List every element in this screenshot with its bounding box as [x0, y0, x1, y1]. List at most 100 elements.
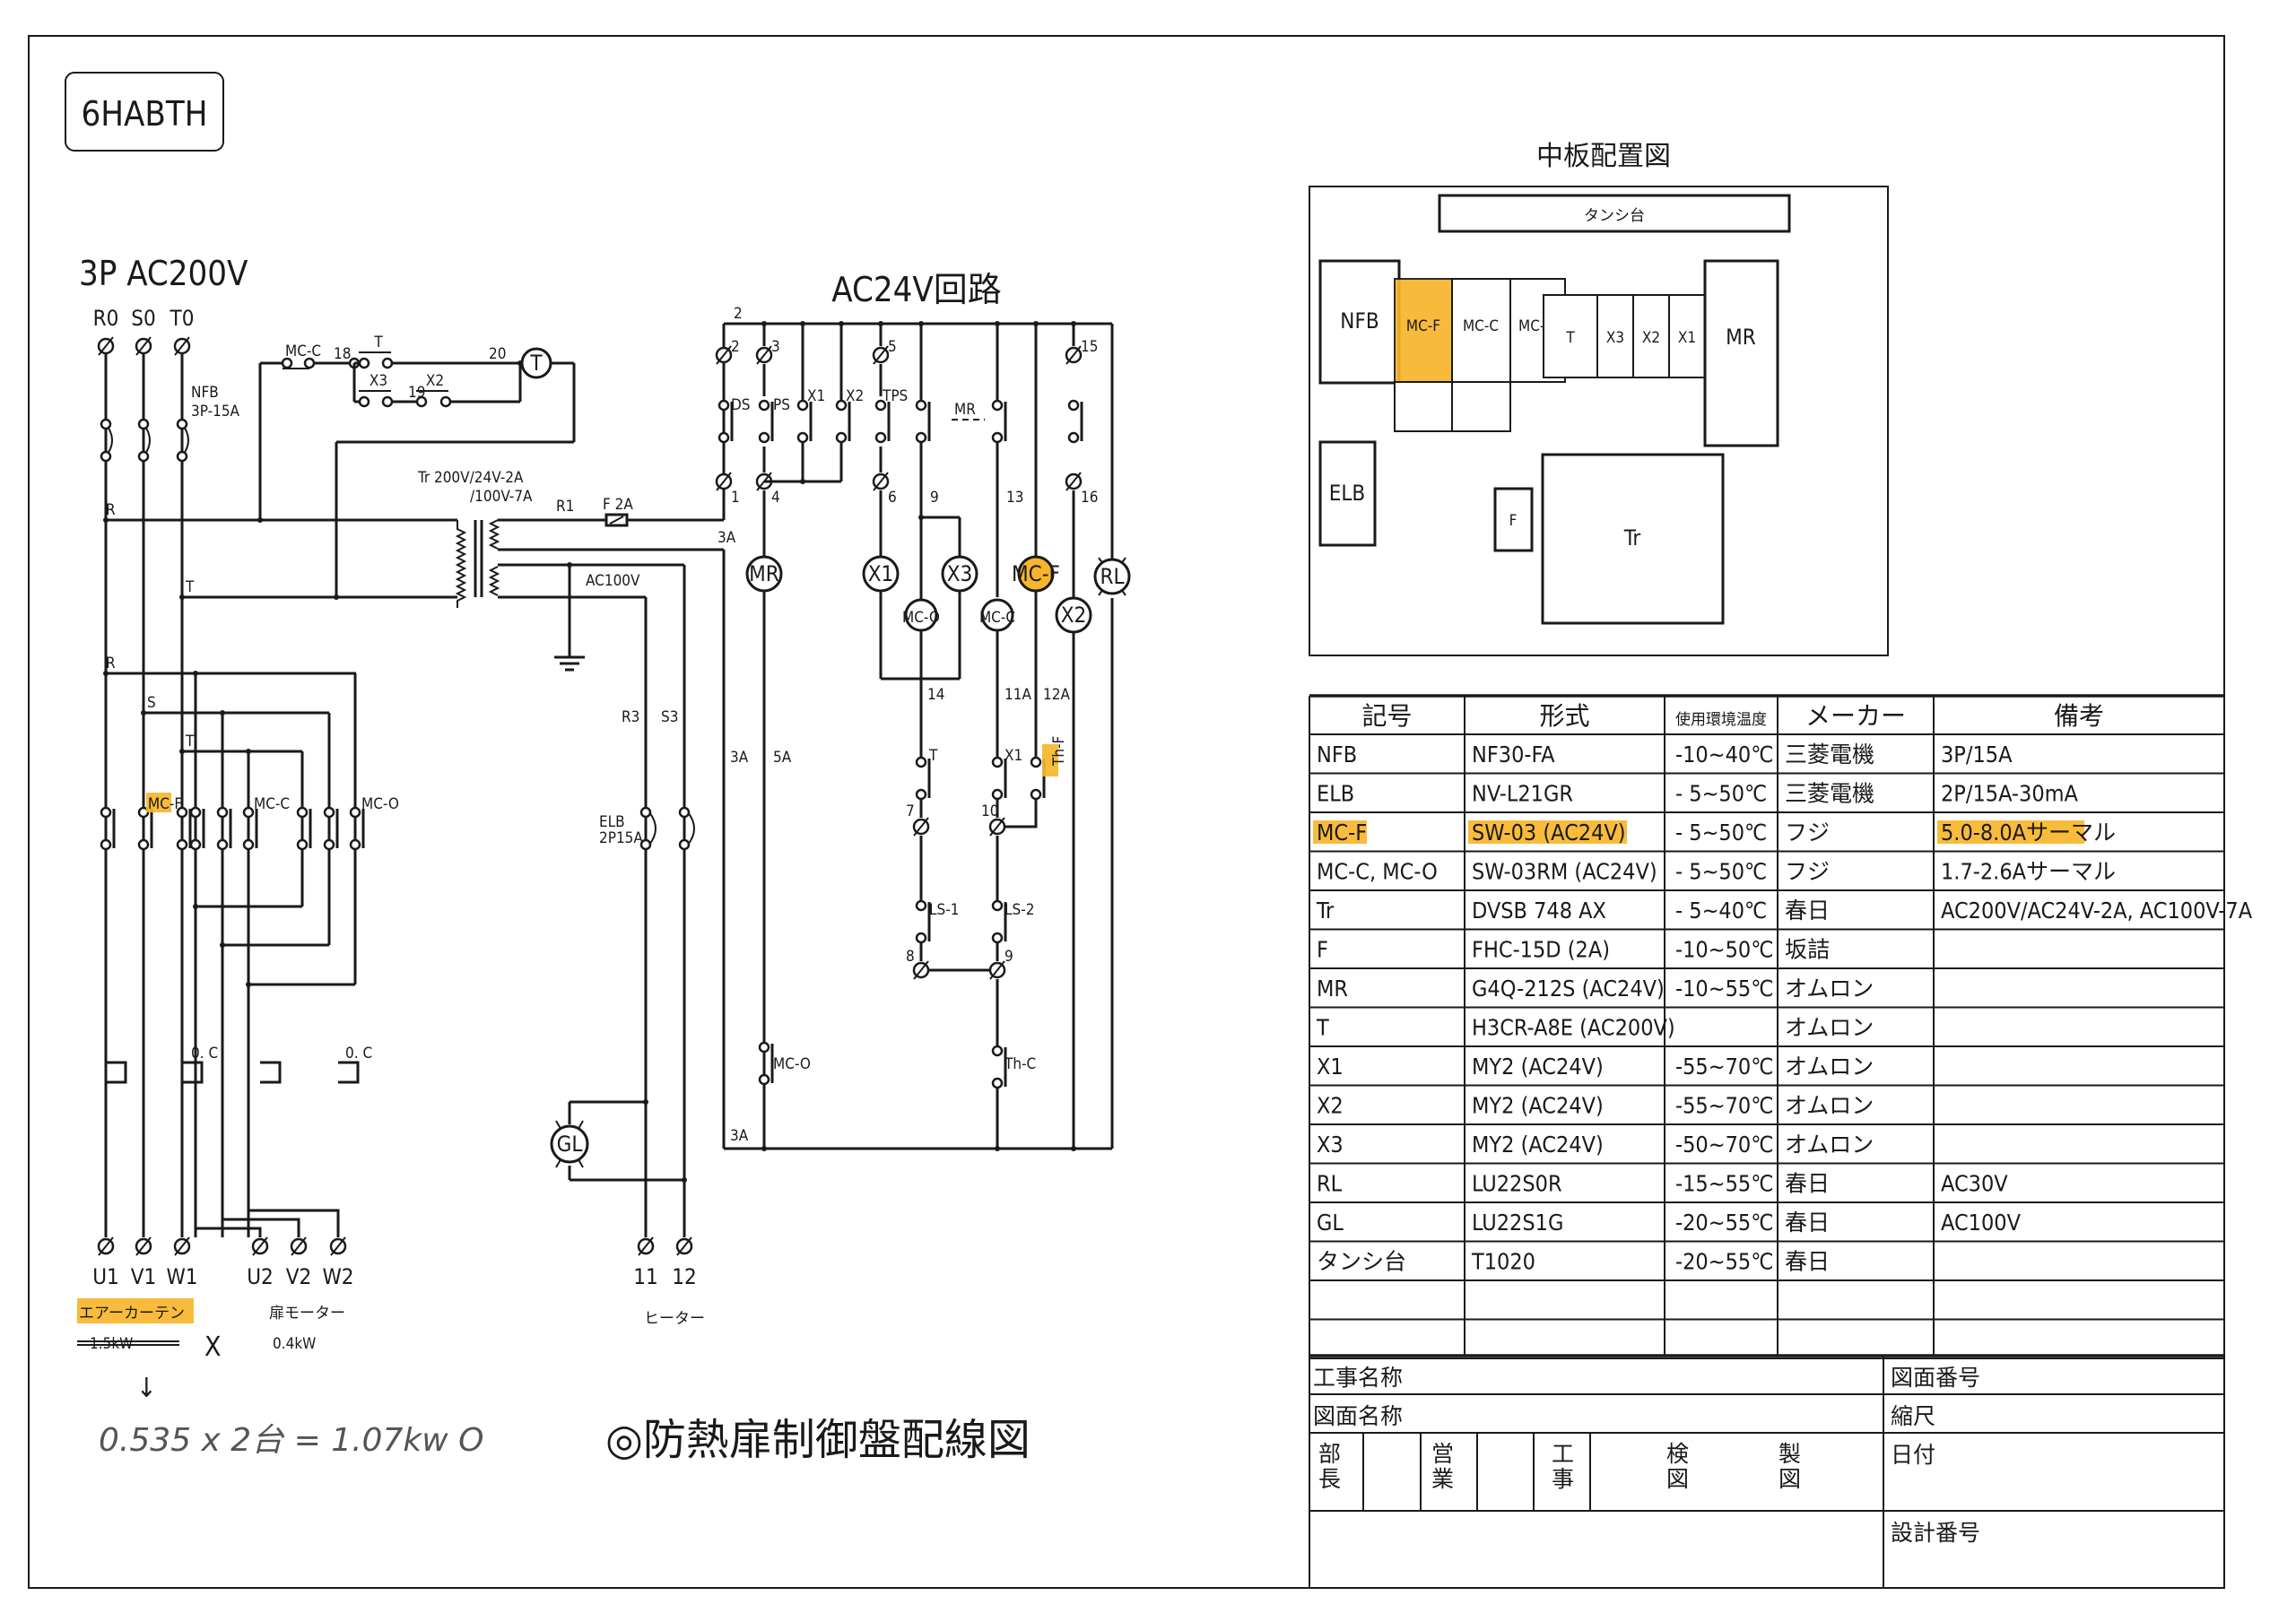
node-3a-bottom: 3A: [730, 1127, 749, 1145]
table-cell: -55~70℃: [1675, 1093, 1773, 1119]
approval-stamp: 部長: [1318, 1441, 1341, 1492]
mcf-main-contact: [176, 806, 192, 851]
table-cell: MR: [1317, 976, 1348, 1002]
terminal-u1: U1: [92, 1264, 119, 1289]
scale-label: 縮尺: [1891, 1403, 1935, 1429]
output-terminal: [173, 1236, 191, 1256]
terminal-7: [912, 817, 930, 837]
timer-x2-label: X2: [426, 372, 444, 390]
layout-t-label: T: [1565, 329, 1575, 347]
elb-rating: 2P15A: [599, 829, 643, 847]
coil-x2-label: X2: [1061, 603, 1087, 628]
route-u2: [194, 1227, 262, 1237]
table-cell: -20~55℃: [1675, 1210, 1773, 1236]
table-cell: -10~55℃: [1675, 976, 1773, 1002]
table-cell: オムロン: [1785, 1093, 1874, 1119]
table-cell: SW-03 (AC24V): [1472, 820, 1626, 846]
terminal-v2: V2: [286, 1264, 312, 1289]
power-circuit: 3P AC200V R0 S0 T0 NFB 3P-15A R T: [79, 254, 736, 1237]
table-header-2: 使用環境温度: [1675, 710, 1767, 729]
route-w2: [247, 1209, 340, 1237]
approval-char: 図: [1666, 1466, 1689, 1492]
timer-t-contact-label: T: [373, 334, 383, 351]
row-highlight: [1937, 820, 2084, 844]
ac24v-title: AC24V回路: [831, 270, 1001, 309]
note-arrow: ↓: [136, 1373, 157, 1404]
ps-switch: [758, 399, 774, 444]
node-13: 13: [1006, 489, 1023, 507]
terminal-16: [1065, 472, 1083, 491]
project-name-label: 工事名称: [1313, 1365, 1403, 1391]
node-3a-left: 3A: [730, 749, 749, 767]
heater-terminal: [637, 1236, 655, 1256]
thc-label: Th-C: [1004, 1055, 1036, 1073]
terminal-11: 11: [633, 1264, 657, 1289]
phase-label-t0: T0: [170, 306, 195, 331]
output-terminal: [329, 1236, 347, 1256]
layout-mcc-label: MC-C: [1463, 317, 1499, 335]
ls1-label: LS-1: [929, 901, 959, 919]
table-cell: LU22S1G: [1472, 1210, 1563, 1236]
ls2-label: LS-2: [1004, 901, 1034, 919]
layout-x3: [1596, 294, 1634, 378]
table-cell: フジ: [1785, 859, 1830, 885]
table-cell: X3: [1317, 1132, 1344, 1158]
layout-panel: 中板配置図 タンシ台 NFB MC-F MC-C MC-O T X3 X2 X1…: [1309, 141, 1889, 656]
r3-label: R3: [622, 708, 639, 726]
tps-label: TPS: [882, 387, 908, 405]
table-cell: 5.0-8.0Aサーマル: [1941, 820, 2116, 846]
input-terminal-t0: [173, 336, 191, 356]
table-header-0: 記号: [1361, 701, 1412, 731]
node-16: 16: [1081, 489, 1098, 507]
node-8: 8: [906, 948, 915, 966]
table-cell: -10~50℃: [1675, 937, 1773, 963]
approval-char: 業: [1431, 1466, 1454, 1492]
t-contact-label: T: [928, 747, 938, 765]
layout-mcf-label: MC-F: [1406, 317, 1440, 335]
x1-contact-label: X1: [1004, 747, 1022, 765]
coil-mr: MR: [745, 555, 783, 593]
oc-label-2: 0. C: [345, 1045, 372, 1063]
terminal-15: [1065, 345, 1083, 365]
table-cell: フジ: [1785, 820, 1830, 846]
terminal-2: [715, 345, 733, 365]
mcf-main-contact: [137, 806, 153, 851]
supply-label: 3P AC200V: [79, 254, 248, 293]
thf-highlight: [1042, 744, 1058, 776]
terminal-5: [872, 345, 890, 365]
drawing-title: ◎防熱扉制御盤配線図: [605, 1415, 1031, 1465]
timer-x3-label: X3: [370, 372, 387, 390]
terminal-12: 12: [672, 1264, 696, 1289]
contactor-label-mcc: MC-C: [254, 795, 290, 813]
table-cell: GL: [1317, 1210, 1344, 1236]
table-cell: 三菱電機: [1785, 742, 1874, 768]
node-5a: 5A: [773, 749, 792, 767]
approval-char: 工: [1552, 1441, 1574, 1467]
table-cell: FHC-15D (2A): [1472, 937, 1610, 963]
layout-x2: [1632, 294, 1670, 378]
layout-nfb: [1318, 259, 1401, 385]
table-cell: NV-L21GR: [1472, 781, 1573, 807]
table-cell: 1.7-2.6Aサーマル: [1941, 859, 2116, 885]
layout-tr-label: Tr: [1623, 525, 1641, 551]
table-cell: オムロン: [1785, 976, 1874, 1002]
table-cell: MC-F: [1317, 820, 1367, 846]
bus-label-t1: T: [185, 578, 195, 596]
design-number-label: 設計番号: [1891, 1520, 1980, 1546]
layout-x1-label: X1: [1678, 329, 1696, 347]
table-cell: MC-C, MC-O: [1317, 859, 1438, 885]
approval-char: 営: [1431, 1441, 1454, 1467]
rl-lamp-icon: RL: [1093, 557, 1131, 596]
layout-f: [1493, 487, 1534, 552]
mcf-highlight-mark: [146, 793, 171, 812]
terminal-6: [872, 472, 890, 491]
table-cell: -55~70℃: [1675, 1054, 1773, 1080]
node-3a-top: 3A: [718, 529, 736, 547]
table-cell: 春日: [1785, 1249, 1830, 1275]
layout-x3-label: X3: [1606, 329, 1624, 347]
node-9b: 9: [1004, 948, 1013, 966]
transformer-label-1: Tr 200V/24V-2A: [417, 469, 524, 487]
